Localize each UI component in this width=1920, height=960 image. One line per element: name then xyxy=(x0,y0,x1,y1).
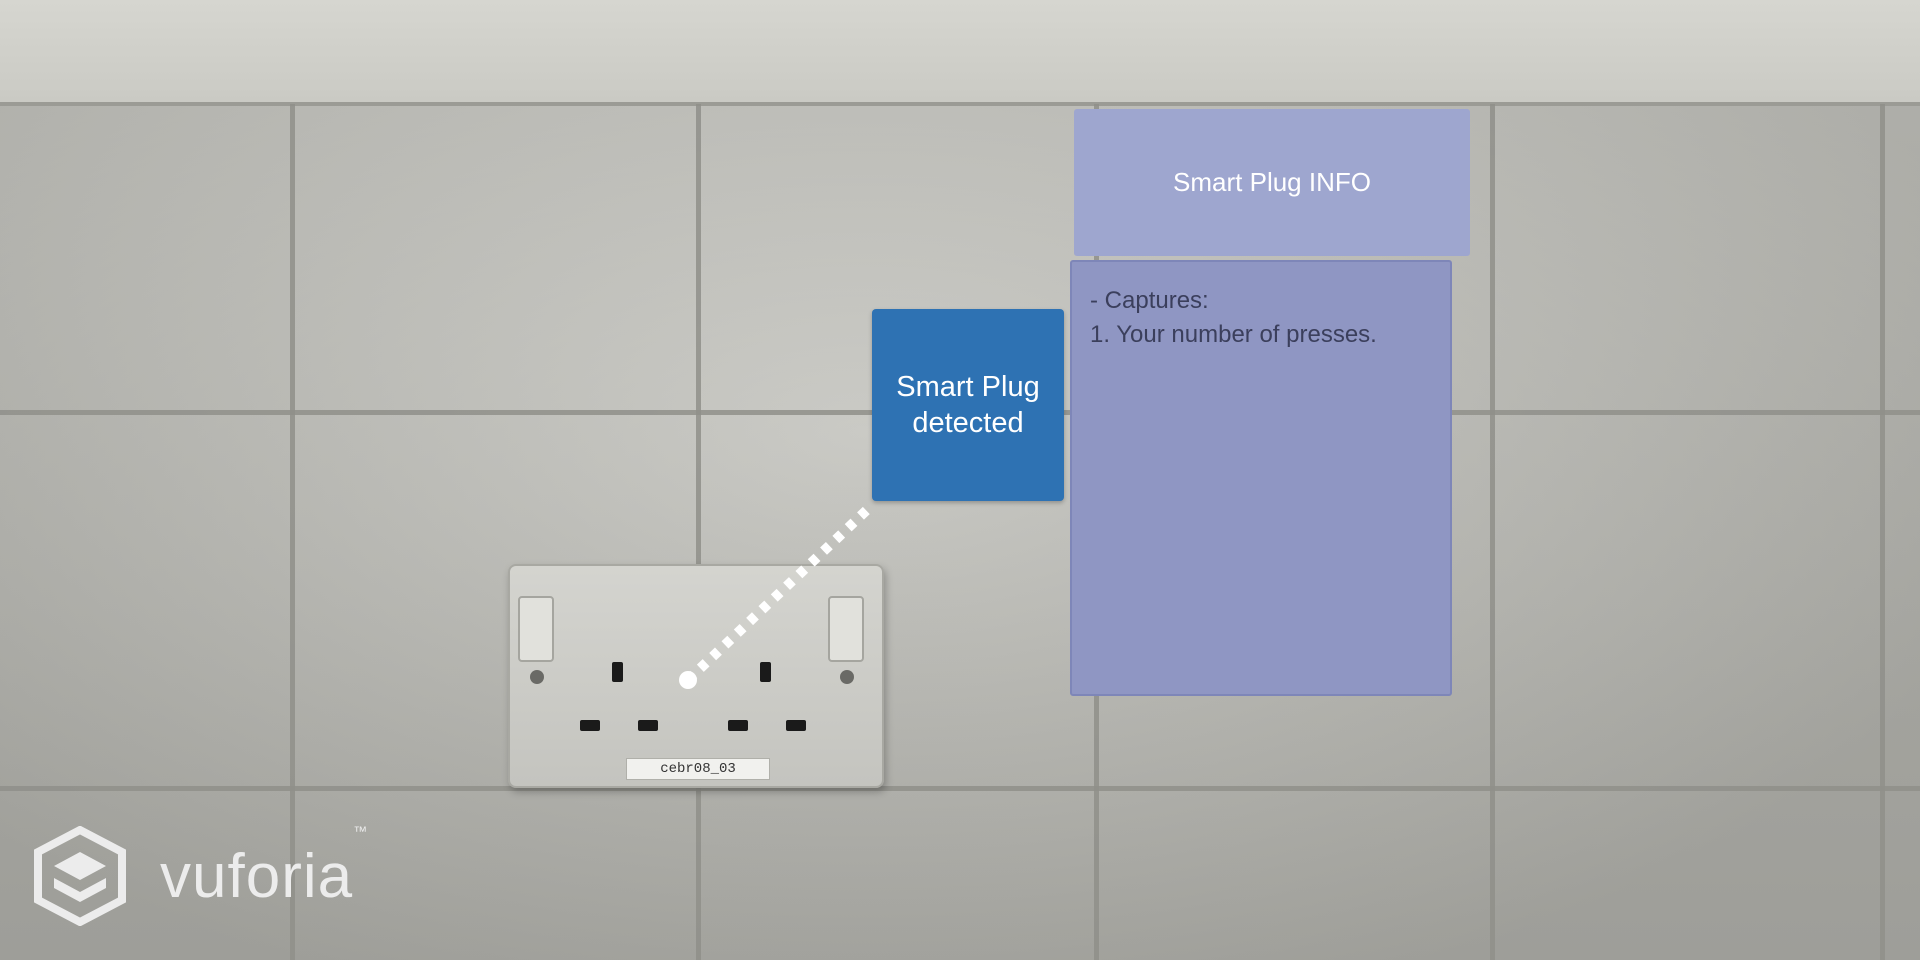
tile-grout xyxy=(696,104,701,960)
socket-slot xyxy=(760,662,771,682)
ceiling xyxy=(0,0,1920,106)
anchor-point xyxy=(679,671,697,689)
info-line: - Captures: xyxy=(1090,287,1209,314)
vuforia-brand-text: vuforia xyxy=(160,841,354,911)
socket-slot xyxy=(612,662,623,682)
socket-screw xyxy=(530,670,544,684)
detected-label-line1: Smart Plug xyxy=(896,371,1040,403)
socket-switch-left xyxy=(518,596,554,662)
socket-slot xyxy=(786,720,806,731)
detected-panel[interactable]: Smart Plug detected xyxy=(872,309,1064,501)
vuforia-trademark: ™ xyxy=(353,822,369,839)
detected-label-line2: detected xyxy=(912,407,1024,439)
tile-grout xyxy=(1880,104,1885,960)
info-panel-header: Smart Plug INFO xyxy=(1074,109,1470,256)
detected-label: Smart Plug detected xyxy=(886,369,1049,441)
info-panel-body: - Captures: 1. Your number of presses. xyxy=(1070,260,1452,696)
socket-switch-right xyxy=(828,596,864,662)
tile-grout xyxy=(290,104,295,960)
info-panel-title: Smart Plug INFO xyxy=(1173,167,1371,197)
socket-screw xyxy=(840,670,854,684)
vuforia-watermark: vuforia ™ xyxy=(34,823,368,926)
tile-grout xyxy=(0,786,1920,791)
socket-label: cebr08_03 xyxy=(626,758,770,780)
vuforia-brand: vuforia ™ xyxy=(160,823,368,912)
socket-slot xyxy=(638,720,658,731)
socket-slot xyxy=(728,720,748,731)
tile-grout xyxy=(1490,104,1495,960)
info-line: 1. Your number of presses. xyxy=(1090,321,1377,348)
vuforia-logo-icon xyxy=(34,826,126,926)
socket-slot xyxy=(580,720,600,731)
